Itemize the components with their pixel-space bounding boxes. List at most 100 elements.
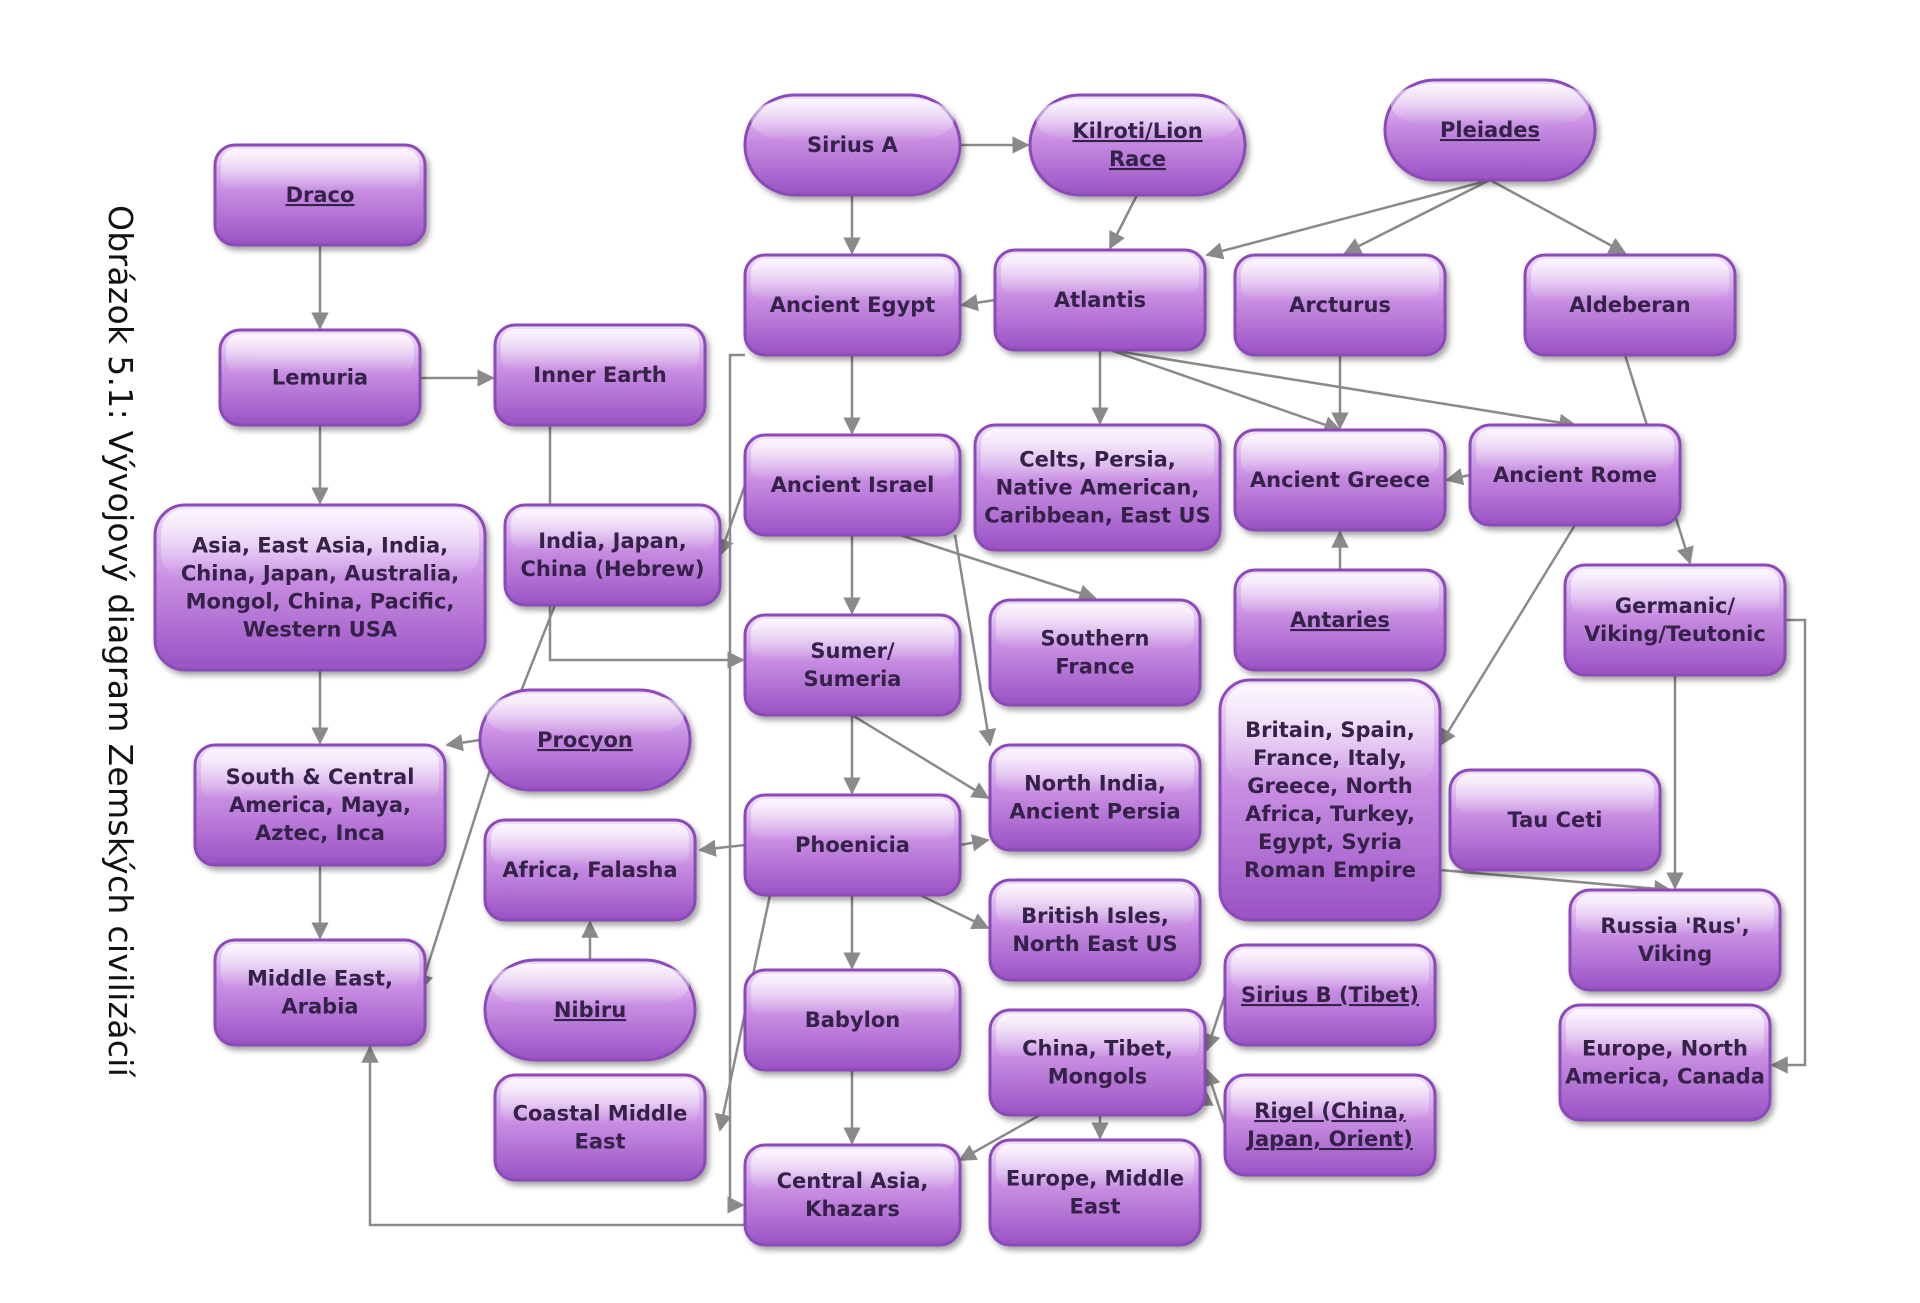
node-germanic: Germanic/Viking/Teutonic <box>1563 563 1787 677</box>
arrow-israel-southern-france <box>899 533 1097 602</box>
node-label: Ancient Israel <box>771 473 935 497</box>
node-north-india: North India, Ancient Persia <box>988 743 1202 852</box>
node-label: Race <box>1109 147 1166 171</box>
node-procyon: Procyon <box>478 688 692 792</box>
node-label: Ancient Egypt <box>770 293 936 317</box>
node-label: Nibiru <box>554 998 626 1022</box>
node-label: Rigel (China, <box>1254 1099 1405 1123</box>
arrow-germanic-europe-na <box>1770 618 1807 1074</box>
node-label: Aldeberan <box>1569 293 1690 317</box>
node-greece: Ancient Greece <box>1233 428 1447 532</box>
arrow-phoenicia-british-isles <box>919 893 990 930</box>
node-label: America, Maya, <box>229 793 411 817</box>
arrow-procyon-south-central <box>445 733 481 752</box>
node-israel: Ancient Israel <box>743 433 962 537</box>
node-label: South & Central <box>226 765 415 789</box>
node-label: Ancient Rome <box>1493 463 1657 487</box>
node-label: Antaries <box>1290 608 1390 632</box>
node-pleiades: Pleiades <box>1383 78 1597 182</box>
node-label: Southern <box>1040 627 1149 651</box>
node-label: North East US <box>1012 932 1177 956</box>
node-label: Greece, North <box>1247 774 1412 798</box>
arrow-israel-india-japan <box>717 484 747 557</box>
node-sirius-b: Sirius B (Tibet) <box>1223 943 1437 1047</box>
node-draco: Draco <box>213 143 427 247</box>
node-antaries: Antaries <box>1233 568 1447 672</box>
arrow-britain-russia <box>1439 868 1672 898</box>
arrow-israel-north-india <box>953 534 997 747</box>
node-label: Coastal Middle <box>513 1102 688 1126</box>
node-middle-east-arabia: Middle East, Arabia <box>213 938 427 1047</box>
node-label: China (Hebrew) <box>520 557 704 581</box>
node-label: Europe, North <box>1582 1037 1748 1061</box>
node-aldeberan: Aldeberan <box>1523 253 1737 357</box>
node-babylon: Babylon <box>743 968 962 1072</box>
arrow-sirius-b-china-tibet <box>1203 994 1227 1052</box>
node-label: Ancient Greece <box>1250 468 1430 492</box>
arrow-pleiades-aldeberan <box>1489 178 1627 255</box>
node-british-isles: British Isles, North East US <box>988 878 1202 982</box>
node-label: Japan, Orient) <box>1245 1127 1413 1151</box>
node-label: Western USA <box>243 618 398 642</box>
node-label: Viking/Teutonic <box>1584 622 1766 646</box>
node-sirius-a: Sirius A <box>743 93 962 197</box>
node-label: Arabia <box>281 995 358 1019</box>
node-rome: Ancient Rome <box>1468 423 1682 527</box>
node-asia: Asia, East Asia, India, China, Japan, Aus… <box>153 503 487 672</box>
connector-layer <box>311 136 1807 1227</box>
node-label: Phoenicia <box>795 833 910 857</box>
node-phoenicia: Phoenicia <box>743 793 962 897</box>
node-label: North India, <box>1024 772 1166 796</box>
node-label: East <box>1069 1195 1120 1219</box>
arrow-kilroti-atlantis <box>1108 194 1139 250</box>
node-label: Caribbean, East US <box>984 504 1210 528</box>
node-label: Germanic/ <box>1615 594 1735 618</box>
arrow-central-asia-middle-east <box>361 1045 745 1227</box>
node-label: Viking <box>1638 942 1712 966</box>
node-label: Egypt, Syria <box>1258 830 1402 854</box>
node-label: Sirius A <box>807 133 899 157</box>
arrow-atlantis-rome <box>1109 348 1577 432</box>
node-label: China, Tibet, <box>1022 1037 1173 1061</box>
arrow-rome-greece <box>1445 468 1471 486</box>
node-nibiru: Nibiru <box>483 958 697 1062</box>
node-label: Lemuria <box>272 366 368 390</box>
node-label: Central Asia, <box>777 1169 929 1193</box>
node-label: Tau Ceti <box>1508 808 1603 832</box>
node-label: British Isles, <box>1021 904 1169 928</box>
node-label: Britain, Spain, <box>1245 718 1415 742</box>
node-china-tibet: China, Tibet, Mongols <box>988 1008 1207 1117</box>
node-tau-ceti: Tau Ceti <box>1448 768 1662 872</box>
node-atlantis: Atlantis <box>993 248 1207 352</box>
node-russia: Russia 'Rus',Viking <box>1568 888 1782 992</box>
node-label: Middle East, <box>247 967 393 991</box>
node-label: India, Japan, <box>538 529 687 553</box>
arrow-pleiades-arcturus <box>1343 178 1491 255</box>
arrow-phoenicia-north-india <box>959 834 990 852</box>
node-label: Mongol, China, Pacific, <box>186 590 455 614</box>
node-label: Native American, <box>996 476 1200 500</box>
arrow-phoenicia-africa <box>698 839 746 857</box>
node-label: Mongols <box>1048 1065 1147 1089</box>
node-label: Africa, Falasha <box>502 858 677 882</box>
arrow-sumer-north-india <box>851 713 990 800</box>
arrow-rigel-china-tibet <box>1203 1068 1227 1126</box>
node-label: France <box>1055 655 1134 679</box>
node-label: Africa, Turkey, <box>1245 802 1415 826</box>
node-label: Asia, East Asia, India, <box>192 534 448 558</box>
node-label: East <box>574 1130 625 1154</box>
node-label: Arcturus <box>1289 293 1391 317</box>
node-label: Draco <box>286 183 355 207</box>
node-label: France, Italy, <box>1253 746 1407 770</box>
node-egypt: Ancient Egypt <box>743 253 962 357</box>
node-central-asia: Central Asia,Khazars <box>743 1143 962 1247</box>
node-label: China, Japan, Australia, <box>181 562 459 586</box>
node-label: Ancient Persia <box>1009 800 1180 824</box>
node-label: Atlantis <box>1054 288 1146 312</box>
arrow-pleiades-atlantis <box>1205 178 1491 260</box>
node-label: Pleiades <box>1440 118 1540 142</box>
